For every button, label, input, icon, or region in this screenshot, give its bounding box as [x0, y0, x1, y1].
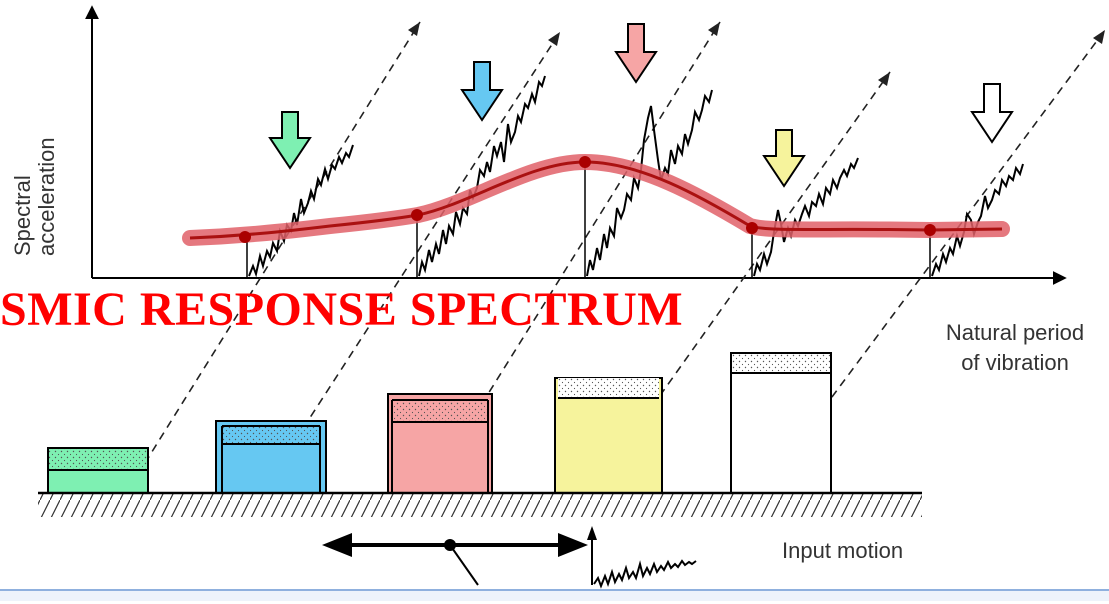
spectrum-point-1	[239, 231, 251, 243]
record-2	[418, 75, 546, 277]
title: SMIC RESPONSE SPECTRUM	[0, 283, 684, 336]
ground	[38, 491, 922, 517]
structure-green	[47, 447, 149, 494]
input-motion	[322, 526, 697, 589]
peak-arrows	[268, 23, 1014, 188]
spectrum-curve	[182, 153, 1010, 246]
guide-line-2	[264, 31, 561, 488]
structure-white	[730, 352, 832, 494]
input-motion-label: Input motion	[782, 538, 904, 563]
yellow-peak-arrow	[762, 129, 806, 188]
green-peak-arrow	[268, 111, 312, 170]
y-axis-label-line-2: acceleration	[34, 137, 59, 256]
structures	[47, 352, 832, 494]
spectrum-point-5	[924, 224, 936, 236]
spectrum-point-2	[411, 209, 423, 221]
y-axis-label: Spectral acceleration	[10, 44, 80, 256]
x-axis-label-line-1: Natural period	[945, 320, 1085, 345]
record-3	[586, 89, 713, 277]
spectrum-curve-group	[182, 153, 1010, 246]
guide-line-5	[764, 29, 1106, 488]
spectrum-point-4	[746, 222, 758, 234]
y-axis-label-line-1: Spectral	[10, 175, 35, 256]
x-axis-label: Natural period of vibration	[930, 318, 1100, 378]
spectrum-point-3	[579, 156, 591, 168]
record-4	[753, 157, 859, 277]
blue-peak-arrow	[460, 61, 504, 122]
window-bottom-border	[0, 589, 1109, 601]
white-peak-arrow	[970, 83, 1014, 144]
input-motion-record	[593, 559, 697, 589]
structure-yellow	[554, 377, 663, 494]
guide-line-1	[129, 21, 421, 488]
structure-pink	[387, 393, 493, 494]
record-1	[248, 144, 354, 278]
pink-peak-arrow	[614, 23, 658, 84]
record-5	[931, 163, 1024, 277]
structure-blue	[215, 420, 327, 494]
guide-arrowheads	[408, 22, 1105, 86]
axes	[85, 5, 1067, 285]
spectrum-points	[239, 156, 936, 243]
x-axis-label-line-2: of vibration	[961, 350, 1069, 375]
